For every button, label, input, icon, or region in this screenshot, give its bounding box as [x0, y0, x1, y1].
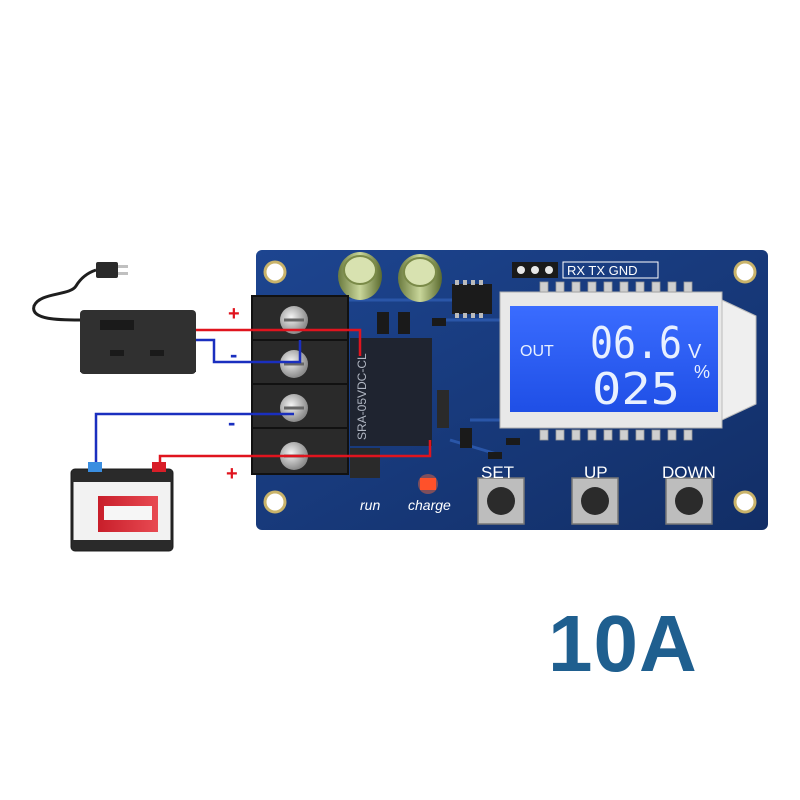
down-button-label: DOWN	[662, 463, 716, 482]
set-button[interactable]	[477, 477, 525, 525]
capacitors	[338, 252, 442, 302]
terminal-minus-top: -	[230, 342, 237, 367]
lcd-percent-value: 025	[592, 364, 680, 415]
wire-adapter-negative	[196, 338, 302, 364]
terminal-minus-bottom: -	[228, 410, 235, 435]
lcd-display: OUT 06.6 V 025 %	[499, 281, 757, 441]
serial-header: RX TX GND	[512, 261, 659, 279]
set-button-label: SET	[481, 463, 514, 482]
run-led-label: run	[360, 497, 380, 513]
power-adapter	[32, 262, 196, 374]
current-rating-caption: 10A	[548, 599, 698, 688]
lcd-percent-unit: %	[694, 362, 710, 382]
terminal-plus-top: +	[228, 303, 240, 325]
charge-led-label: charge	[408, 497, 451, 513]
wire-battery-positive	[158, 440, 432, 466]
relay: SRA-05VDC-CL	[350, 338, 449, 446]
wires	[94, 328, 432, 468]
battery	[70, 462, 174, 552]
charge-led	[418, 474, 438, 494]
up-button-label: UP	[584, 463, 608, 482]
relay-label: SRA-05VDC-CL	[355, 353, 369, 440]
header-pins-label: RX TX GND	[567, 263, 638, 278]
mount-hole-tl	[263, 260, 287, 284]
terminal-plus-bottom: +	[226, 463, 238, 485]
mount-hole-tr	[733, 260, 757, 284]
smd-components	[377, 312, 520, 459]
lcd-out-label: OUT	[520, 343, 554, 360]
ic-chip	[452, 284, 492, 314]
up-button[interactable]	[571, 477, 619, 525]
mount-hole-br	[733, 490, 757, 514]
wire-adapter-positive	[196, 328, 362, 356]
wire-battery-negative	[94, 412, 294, 468]
lcd-voltage-unit: V	[688, 341, 702, 363]
mount-hole-bl	[263, 490, 287, 514]
lcd-voltage-value: 06.6	[590, 318, 682, 369]
down-button[interactable]	[665, 477, 713, 525]
